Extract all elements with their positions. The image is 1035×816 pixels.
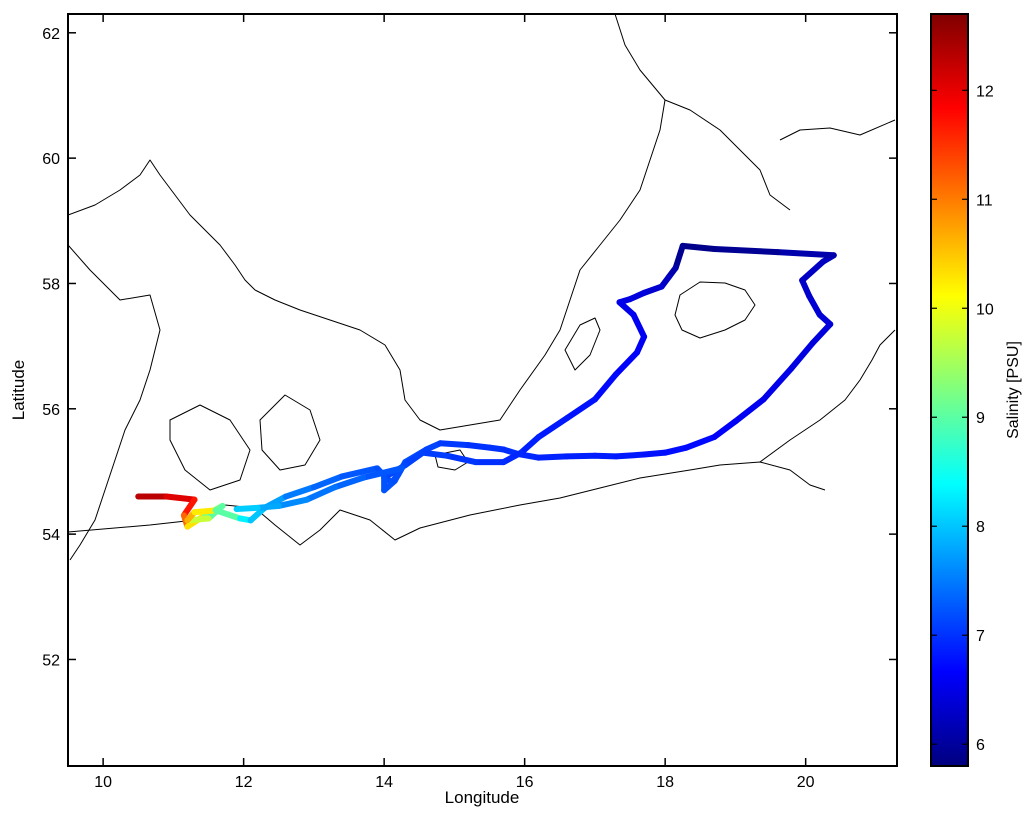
track-segment	[310, 473, 345, 491]
track-segment	[535, 453, 570, 461]
colorbar-tick-label: 6	[976, 737, 985, 754]
coastline-gotland	[674, 281, 756, 339]
x-tick-label: 12	[235, 774, 253, 791]
track-layer	[135, 242, 837, 530]
track-segment	[760, 365, 795, 403]
track-segment	[809, 321, 834, 346]
y-tick-label: 58	[42, 276, 60, 293]
track-segment	[612, 349, 641, 378]
colorbar-tick-label: 9	[976, 410, 985, 427]
y-axis-ticks: 52 54 56 58 60 62	[42, 26, 897, 669]
track-segment	[679, 242, 718, 252]
coastline-jutland	[68, 244, 161, 561]
track-segment	[163, 493, 198, 503]
colorbar-tick-label: 10	[976, 301, 994, 318]
track-segment	[711, 246, 781, 256]
track-segment	[799, 258, 827, 284]
track-segment	[303, 484, 338, 503]
track-segment	[338, 465, 381, 480]
x-tick-label: 14	[375, 774, 393, 791]
track-segment	[331, 474, 367, 491]
track-segment	[711, 418, 739, 440]
colorbar-tick-label: 12	[976, 83, 994, 100]
x-tick-label: 10	[94, 774, 112, 791]
track-segment	[630, 311, 648, 340]
track-segment	[419, 449, 451, 459]
x-axis-label: Longitude	[445, 788, 520, 807]
track-segment	[591, 371, 619, 403]
y-tick-label: 62	[42, 26, 60, 43]
track-segment	[254, 502, 282, 511]
colorbar-tick-label: 7	[976, 628, 985, 645]
coastline-norway	[68, 159, 256, 291]
y-tick-label: 52	[42, 652, 60, 669]
coastline-sweden-west	[254, 14, 666, 431]
y-tick-label: 54	[42, 527, 60, 544]
track-segment	[774, 249, 837, 259]
track-segment	[437, 440, 472, 449]
track-segment	[788, 340, 816, 372]
x-axis-ticks: 10 12 14 16 18 20	[94, 14, 815, 791]
track-segment	[662, 444, 690, 456]
track-segment	[591, 452, 619, 460]
colorbar-tick-label: 11	[976, 192, 993, 209]
coastline-zealand	[259, 394, 321, 471]
colorbar-gradient	[930, 13, 969, 767]
track-segment	[212, 507, 244, 522]
track-segment	[191, 507, 219, 516]
y-tick-label: 60	[42, 151, 60, 168]
colorbar: 6 7 8 9 10 11 12 Salinity [PSU]	[930, 13, 1022, 767]
y-axis-label: Latitude	[9, 360, 28, 421]
colorbar-label: Salinity [PSU]	[1005, 341, 1022, 439]
colorbar-ticks: 6 7 8 9 10 11 12	[931, 83, 994, 754]
x-tick-label: 16	[516, 774, 534, 791]
track-segment	[275, 496, 310, 509]
x-tick-label: 18	[656, 774, 674, 791]
track-segment	[563, 452, 598, 460]
colorbar-tick-label: 8	[976, 519, 985, 536]
track-segment	[518, 434, 542, 456]
track-segment	[360, 465, 405, 481]
coastline-finland-islands	[779, 119, 896, 141]
axes-frame	[67, 13, 898, 767]
track-segment	[282, 484, 317, 500]
track-segment	[612, 451, 648, 460]
track-segment	[641, 449, 669, 458]
track-segment	[500, 449, 525, 466]
track-segment	[683, 434, 718, 451]
coastline-layer	[68, 14, 896, 561]
track-segment	[444, 452, 479, 466]
track-segment	[563, 396, 598, 422]
track-segment	[672, 242, 686, 271]
track-segment	[806, 293, 823, 318]
track-segment	[180, 496, 198, 519]
coastline-germany-poland	[68, 461, 826, 546]
track-segment	[465, 442, 493, 451]
coastline-oland	[564, 317, 601, 371]
track-segment	[641, 283, 665, 296]
coastline-baltic-east	[759, 329, 896, 463]
x-tick-label: 20	[797, 774, 815, 791]
y-tick-label: 56	[42, 402, 60, 419]
track-segment	[402, 449, 426, 469]
track-segment	[616, 299, 637, 318]
track-segment	[233, 504, 261, 513]
track-segment	[732, 396, 767, 425]
coastline-bornholm	[434, 449, 469, 471]
track-segment	[535, 415, 570, 440]
coastline-danish-islands	[169, 404, 251, 491]
coastline-sweden-east	[664, 99, 791, 211]
